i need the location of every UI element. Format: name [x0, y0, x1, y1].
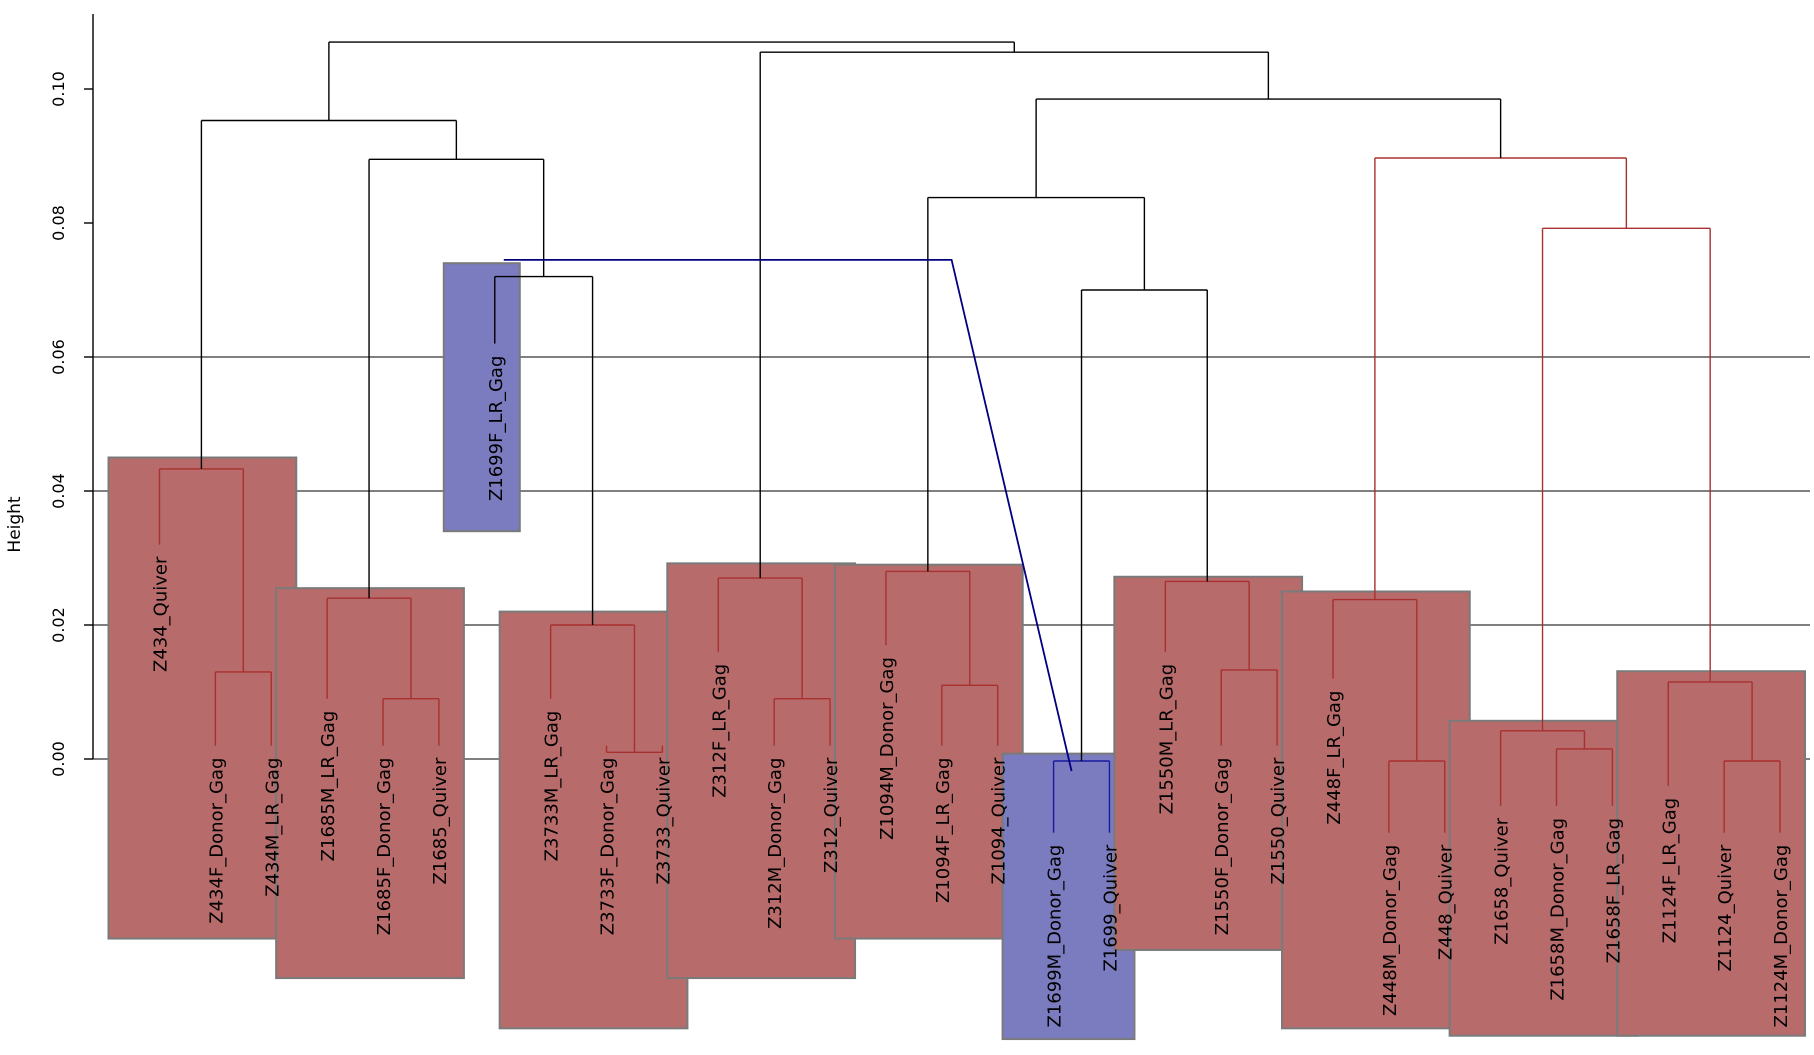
y-tick-label: 0.00 [49, 741, 68, 777]
cluster-box-red [833, 563, 1024, 940]
leaf-label: Z448F_LR_Gag [1324, 691, 1345, 825]
leaf-label: Z312M_Donor_Gag [765, 758, 786, 929]
leaf-label: Z1550_Quiver [1268, 757, 1289, 884]
cluster-boxes [107, 262, 1807, 1041]
cluster-box-red [107, 456, 298, 940]
cluster-box-red [1616, 670, 1807, 1037]
leaf-label: Z448M_Donor_Gag [1380, 845, 1401, 1016]
y-tick-label: 0.08 [49, 205, 68, 241]
leaf-label: Z448_Quiver [1436, 844, 1457, 960]
y-tick-label: 0.10 [49, 71, 68, 107]
leaf-label: Z1124F_LR_Gag [1659, 798, 1680, 943]
cluster-box-red [1448, 719, 1639, 1037]
y-tick-label: 0.02 [49, 607, 68, 643]
leaf-label: Z3733F_Donor_Gag [598, 758, 619, 936]
leaf-label: Z1685F_Donor_Gag [374, 758, 395, 936]
leaf-label: Z3733_Quiver [653, 757, 674, 884]
y-axis-title: Height [5, 496, 25, 553]
leaf-label: Z312F_LR_Gag [709, 664, 730, 798]
leaf-label: Z1550M_LR_Gag [1156, 664, 1177, 815]
leaf-label: Z1699M_Donor_Gag [1045, 845, 1066, 1028]
y-axis: 0.00 0.02 0.04 0.06 0.08 0.10 [49, 14, 94, 777]
cluster-box-red [666, 562, 857, 980]
leaf-label: Z434F_Donor_Gag [206, 758, 227, 924]
y-tick-label: 0.04 [49, 473, 68, 509]
leaf-label: Z434M_LR_Gag [262, 758, 283, 897]
leaf-label: Z1094M_Donor_Gag [877, 657, 898, 840]
leaf-label: Z1699F_LR_Gag [486, 356, 507, 501]
cluster-box-red [498, 610, 689, 1030]
leaf-label: Z434_Quiver [151, 556, 172, 672]
leaf-label: Z1094F_LR_Gag [933, 758, 954, 903]
cluster-box-red [275, 587, 465, 980]
leaf-label: Z312_Quiver [821, 757, 842, 873]
connector-line [503, 258, 1073, 772]
leaf-label: Z1685M_LR_Gag [318, 711, 339, 862]
dendrogram-branches [158, 41, 1781, 833]
leaf-label: Z1124_Quiver [1715, 844, 1736, 971]
connector-polyline [503, 258, 1073, 772]
leaf-label: Z1658M_Donor_Gag [1548, 818, 1569, 1001]
y-tick-label: 0.06 [49, 339, 68, 375]
leaf-label: Z1699_Quiver [1100, 844, 1121, 971]
leaf-label: Z1685_Quiver [430, 757, 451, 884]
leaf-label: Z3733M_LR_Gag [542, 711, 563, 862]
leaf-label: Z1124M_Donor_Gag [1771, 845, 1792, 1028]
leaf-label: Z1658F_LR_Gag [1603, 818, 1624, 963]
cluster-box-blue [442, 262, 521, 533]
leaf-label: Z1550F_Donor_Gag [1212, 758, 1233, 936]
leaf-label: Z1658_Quiver [1492, 817, 1513, 944]
leaf-label: Z1094_Quiver [989, 757, 1010, 884]
cluster-box-red [1280, 590, 1471, 1030]
